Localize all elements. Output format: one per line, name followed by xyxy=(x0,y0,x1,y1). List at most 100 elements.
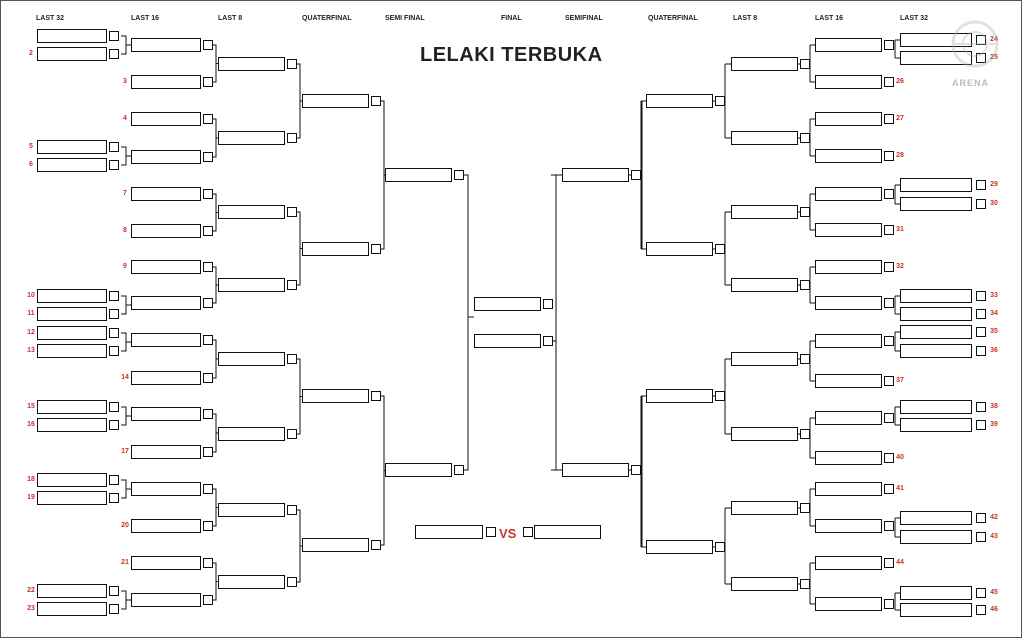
right-last8-4-slot[interactable] xyxy=(731,352,798,366)
right-last8-7-score-box[interactable] xyxy=(800,579,810,589)
right-last32-13-slot[interactable] xyxy=(900,603,972,617)
right-last16-1-score-box[interactable] xyxy=(884,77,894,87)
left-last8-1-slot[interactable] xyxy=(218,131,285,145)
left-last32-10-score-box[interactable] xyxy=(109,475,119,485)
left-last8-7-slot[interactable] xyxy=(218,575,285,589)
left-last16-12-slot[interactable] xyxy=(131,482,201,496)
right-last16-4-score-box[interactable] xyxy=(884,189,894,199)
left-last8-2-slot[interactable] xyxy=(218,205,285,219)
left-last32-6-score-box[interactable] xyxy=(109,328,119,338)
right-last16-10-slot[interactable] xyxy=(815,411,882,425)
left-last32-9-slot[interactable] xyxy=(37,418,107,432)
right-last32-7-score-box[interactable] xyxy=(976,346,986,356)
left-last16-13-score-box[interactable] xyxy=(203,521,213,531)
final-left-score-box[interactable] xyxy=(543,299,553,309)
right-quarterfinal-1-score-box[interactable] xyxy=(715,244,725,254)
left-last32-13-slot[interactable] xyxy=(37,602,107,616)
right-last16-6-score-box[interactable] xyxy=(884,262,894,272)
left-last8-6-score-box[interactable] xyxy=(287,505,297,515)
left-last32-5-score-box[interactable] xyxy=(109,309,119,319)
left-last16-10-slot[interactable] xyxy=(131,407,201,421)
right-last32-5-slot[interactable] xyxy=(900,307,972,321)
left-last16-4-slot[interactable] xyxy=(131,187,201,201)
left-semifinal-0-slot[interactable] xyxy=(385,168,452,182)
left-last32-1-slot[interactable] xyxy=(37,47,107,61)
right-semifinal-0-slot[interactable] xyxy=(562,168,629,182)
right-last16-7-score-box[interactable] xyxy=(884,298,894,308)
left-last8-4-slot[interactable] xyxy=(218,352,285,366)
left-last32-12-slot[interactable] xyxy=(37,584,107,598)
left-last32-0-score-box[interactable] xyxy=(109,31,119,41)
right-last8-2-slot[interactable] xyxy=(731,205,798,219)
right-last16-11-slot[interactable] xyxy=(815,451,882,465)
left-last16-14-score-box[interactable] xyxy=(203,558,213,568)
left-last8-7-score-box[interactable] xyxy=(287,577,297,587)
third-place-right-slot[interactable] xyxy=(534,525,601,539)
right-quarterfinal-2-slot[interactable] xyxy=(646,389,713,403)
right-last16-8-slot[interactable] xyxy=(815,334,882,348)
right-last32-8-slot[interactable] xyxy=(900,400,972,414)
left-last32-13-score-box[interactable] xyxy=(109,604,119,614)
right-semifinal-0-score-box[interactable] xyxy=(631,170,641,180)
left-last32-1-score-box[interactable] xyxy=(109,49,119,59)
right-last32-1-slot[interactable] xyxy=(900,51,972,65)
left-last16-15-slot[interactable] xyxy=(131,593,201,607)
left-last16-15-score-box[interactable] xyxy=(203,595,213,605)
right-quarterfinal-2-score-box[interactable] xyxy=(715,391,725,401)
right-last8-6-score-box[interactable] xyxy=(800,503,810,513)
right-last16-1-slot[interactable] xyxy=(815,75,882,89)
right-last16-2-score-box[interactable] xyxy=(884,114,894,124)
right-last16-15-slot[interactable] xyxy=(815,597,882,611)
left-quarterfinal-3-slot[interactable] xyxy=(302,538,369,552)
right-last16-9-score-box[interactable] xyxy=(884,376,894,386)
right-last16-2-slot[interactable] xyxy=(815,112,882,126)
right-last32-11-slot[interactable] xyxy=(900,530,972,544)
left-last16-11-slot[interactable] xyxy=(131,445,201,459)
right-last32-6-slot[interactable] xyxy=(900,325,972,339)
left-last16-5-slot[interactable] xyxy=(131,224,201,238)
right-last32-2-score-box[interactable] xyxy=(976,180,986,190)
right-quarterfinal-0-score-box[interactable] xyxy=(715,96,725,106)
left-last32-0-slot[interactable] xyxy=(37,29,107,43)
right-last8-0-score-box[interactable] xyxy=(800,59,810,69)
left-semifinal-1-slot[interactable] xyxy=(385,463,452,477)
final-right-slot[interactable] xyxy=(474,334,541,348)
left-quarterfinal-0-score-box[interactable] xyxy=(371,96,381,106)
right-last16-12-slot[interactable] xyxy=(815,482,882,496)
right-last8-5-slot[interactable] xyxy=(731,427,798,441)
right-last16-13-score-box[interactable] xyxy=(884,521,894,531)
left-last16-2-slot[interactable] xyxy=(131,112,201,126)
left-last32-2-score-box[interactable] xyxy=(109,142,119,152)
right-last16-6-slot[interactable] xyxy=(815,260,882,274)
left-last16-3-score-box[interactable] xyxy=(203,152,213,162)
right-last16-14-slot[interactable] xyxy=(815,556,882,570)
right-quarterfinal-0-slot[interactable] xyxy=(646,94,713,108)
right-last32-11-score-box[interactable] xyxy=(976,532,986,542)
left-last32-3-score-box[interactable] xyxy=(109,160,119,170)
third-place-right-score-box[interactable] xyxy=(523,527,533,537)
left-last16-12-score-box[interactable] xyxy=(203,484,213,494)
right-last32-1-score-box[interactable] xyxy=(976,53,986,63)
left-last8-3-slot[interactable] xyxy=(218,278,285,292)
right-last32-2-slot[interactable] xyxy=(900,178,972,192)
right-last32-7-slot[interactable] xyxy=(900,344,972,358)
left-last16-14-slot[interactable] xyxy=(131,556,201,570)
right-last8-7-slot[interactable] xyxy=(731,577,798,591)
left-last16-5-score-box[interactable] xyxy=(203,226,213,236)
left-last8-5-slot[interactable] xyxy=(218,427,285,441)
right-last32-12-slot[interactable] xyxy=(900,586,972,600)
left-last16-6-slot[interactable] xyxy=(131,260,201,274)
left-last32-8-score-box[interactable] xyxy=(109,402,119,412)
left-last16-0-slot[interactable] xyxy=(131,38,201,52)
left-last32-6-slot[interactable] xyxy=(37,326,107,340)
final-left-slot[interactable] xyxy=(474,297,541,311)
left-quarterfinal-2-slot[interactable] xyxy=(302,389,369,403)
left-last32-12-score-box[interactable] xyxy=(109,586,119,596)
right-last16-8-score-box[interactable] xyxy=(884,336,894,346)
right-last32-13-score-box[interactable] xyxy=(976,605,986,615)
right-last16-0-slot[interactable] xyxy=(815,38,882,52)
left-last16-2-score-box[interactable] xyxy=(203,114,213,124)
left-last32-8-slot[interactable] xyxy=(37,400,107,414)
right-last32-10-slot[interactable] xyxy=(900,511,972,525)
right-last16-10-score-box[interactable] xyxy=(884,413,894,423)
